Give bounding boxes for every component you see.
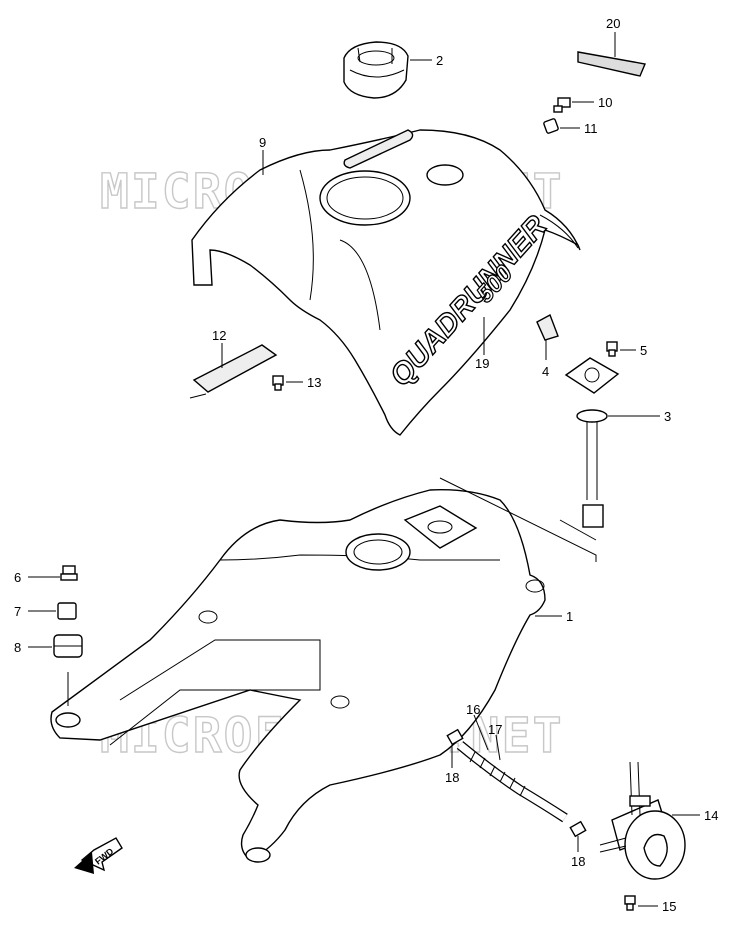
callout-7: 7	[14, 604, 21, 619]
callout-3: 3	[664, 409, 671, 424]
part-1-fuel-tank	[50, 489, 546, 863]
part-15-screw	[624, 895, 636, 911]
callout-15: 15	[662, 899, 676, 914]
part-10-screw	[553, 97, 571, 113]
callout-11: 11	[584, 121, 598, 136]
part-7-spacer	[57, 602, 77, 620]
part-13-bolt	[272, 375, 284, 391]
part-16-hose	[456, 741, 568, 823]
fwd-direction-arrow: FWD	[74, 837, 123, 874]
callout-6: 6	[14, 570, 21, 585]
callout-18-left: 18	[445, 770, 459, 785]
part-4-gasket	[536, 314, 559, 341]
part-20-strip	[577, 51, 646, 77]
callout-19: 19	[475, 356, 489, 371]
part-8-grommet	[53, 634, 83, 658]
part-5-screw	[606, 341, 618, 357]
callout-1: 1	[566, 609, 573, 624]
callout-12: 12	[212, 328, 226, 343]
callout-18-right: 18	[571, 854, 585, 869]
callout-2: 2	[436, 53, 443, 68]
part-18-clamp-right	[569, 820, 587, 838]
part-12-bracket	[189, 344, 278, 399]
part-2-fuel-cap	[343, 41, 409, 99]
callout-16: 16	[466, 702, 480, 717]
callout-4: 4	[542, 364, 549, 379]
callout-5: 5	[640, 343, 647, 358]
callout-17: 17	[488, 722, 502, 737]
callout-8: 8	[14, 640, 21, 655]
part-6-bolt	[60, 565, 78, 581]
callout-9: 9	[259, 135, 266, 150]
callout-13: 13	[307, 375, 321, 390]
part-3-fuel-sender	[576, 409, 608, 528]
leader-lines	[28, 32, 700, 907]
callout-14: 14	[704, 808, 718, 823]
part-18-clamp-left	[446, 728, 464, 746]
part-14-fuel-valve	[599, 761, 686, 880]
part-11-bushing	[543, 118, 559, 134]
callout-10: 10	[598, 95, 612, 110]
fuel-gauge-plate	[564, 357, 620, 394]
callout-20: 20	[606, 16, 620, 31]
callout-labels: 1 2 3 4 5 6 7 8 9 10 11 12 13 14 15 16 1…	[14, 16, 718, 914]
